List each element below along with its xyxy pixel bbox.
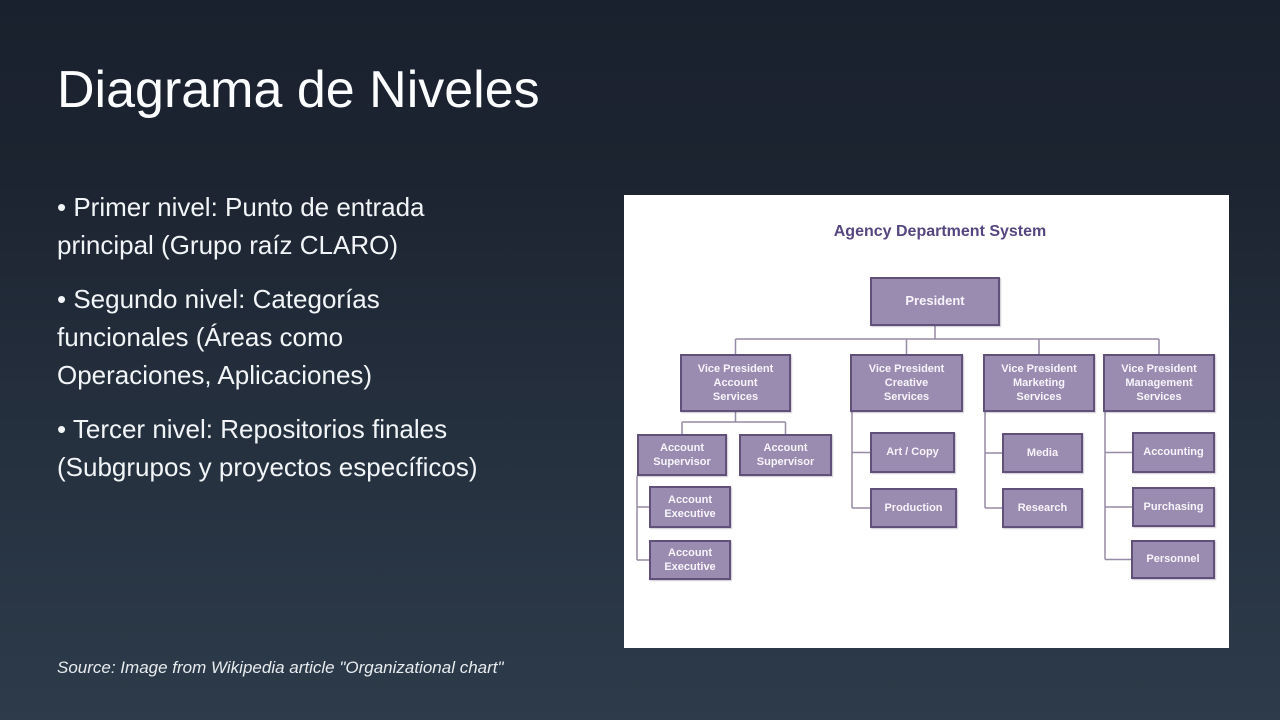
org-chart-image: Agency Department System President Vice …: [624, 195, 1229, 648]
connector-account-to-supervisors: [681, 412, 787, 434]
org-node-media: Media: [1002, 433, 1083, 473]
connector-president-to-vps: [734, 326, 1160, 354]
org-node-research: Research: [1002, 488, 1083, 528]
org-node-art-copy: Art / Copy: [870, 432, 955, 473]
connector-supervisor-to-executives: [636, 476, 649, 561]
org-node-production: Production: [870, 488, 957, 528]
org-node-account-executive-2: Account Executive: [649, 540, 731, 580]
bullet-item-first-level: • Primer nivel: Punto de entrada princip…: [57, 192, 425, 260]
bullet-item-second-level: • Segundo nivel: Categorías funcionales …: [57, 284, 380, 390]
connector-creative-children: [851, 412, 870, 509]
bullet-list: • Primer nivel: Punto de entrada princip…: [57, 189, 577, 504]
connector-management-children: [1104, 412, 1132, 561]
org-node-president: President: [870, 277, 1000, 326]
org-node-account-supervisor-1: Account Supervisor: [637, 434, 727, 476]
org-node-vp-management-services: Vice President Management Services: [1103, 354, 1215, 412]
org-node-personnel: Personnel: [1131, 540, 1215, 579]
bullet-item-third-level: • Tercer nivel: Repositorios finales (Su…: [57, 414, 478, 483]
org-node-accounting: Accounting: [1132, 432, 1215, 473]
org-node-vp-creative-services: Vice President Creative Services: [850, 354, 963, 412]
org-chart-title: Agency Department System: [833, 223, 1047, 240]
org-node-account-supervisor-2: Account Supervisor: [739, 434, 832, 476]
org-node-vp-marketing-services: Vice President Marketing Services: [983, 354, 1095, 412]
org-chart-connectors: [636, 326, 1160, 561]
connector-marketing-children: [984, 412, 1002, 509]
source-attribution: Source: Image from Wikipedia article "Or…: [57, 658, 504, 677]
slide-title: Diagrama de Niveles: [57, 61, 540, 119]
org-node-vp-account-services: Vice President Account Services: [680, 354, 791, 412]
org-node-purchasing: Purchasing: [1132, 487, 1215, 527]
org-node-account-executive-1: Account Executive: [649, 486, 731, 528]
